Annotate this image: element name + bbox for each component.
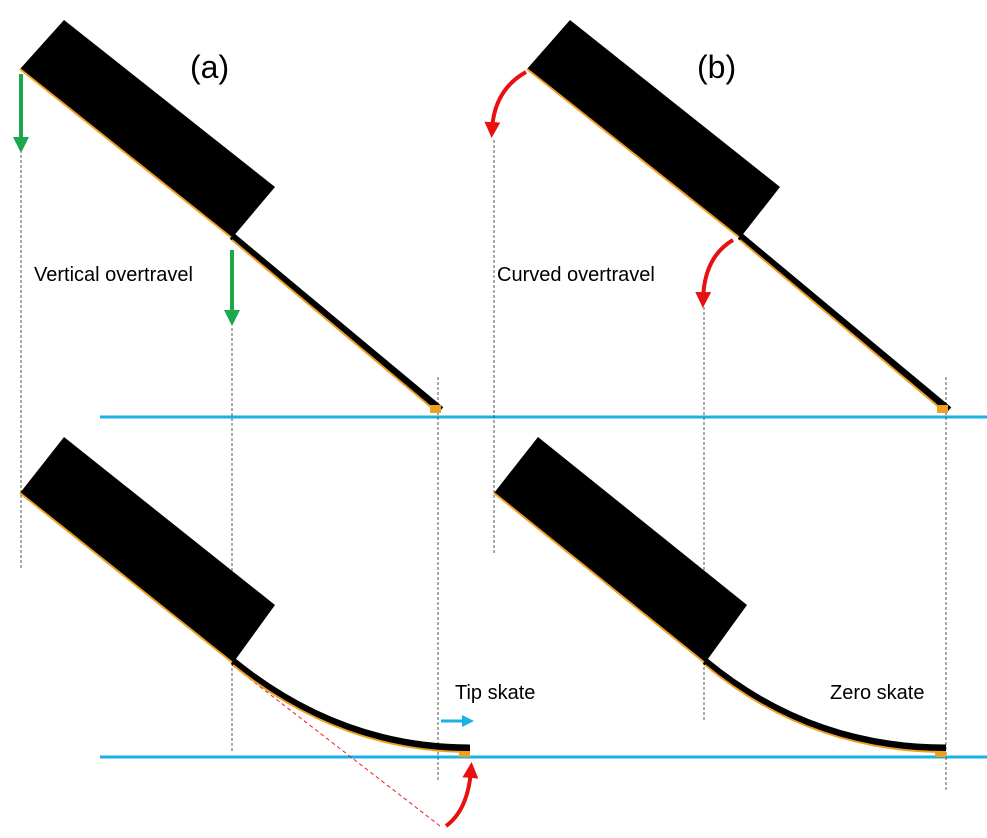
probe-body (20, 20, 275, 238)
probe-body-edge (526, 68, 741, 239)
probe-b-top (526, 20, 952, 414)
probe-body-edge (493, 492, 706, 664)
curved-overtravel-label: Curved overtravel (497, 264, 655, 286)
probe-body (527, 20, 780, 238)
probe-needle-edge (704, 664, 947, 753)
probe-b-bottom (493, 437, 947, 757)
probe-needle-edge (232, 664, 471, 753)
probe-needle (737, 233, 952, 413)
probe-tip (430, 405, 441, 413)
curved-arrow-icon (444, 762, 479, 828)
probe-body-edge (19, 492, 234, 664)
probe-body (494, 437, 747, 663)
vertical-overtravel-label: Vertical overtravel (34, 264, 193, 286)
probe-a-bottom (19, 437, 471, 757)
probe-needle (229, 233, 444, 413)
curved-arrow-icon (484, 70, 528, 138)
probe-tip (459, 752, 470, 757)
probe-needle-edge (739, 239, 947, 414)
probe-body-edge (19, 68, 233, 239)
probe-tip (935, 752, 946, 757)
curved-arrow-icon (695, 238, 735, 308)
guide-lines (20, 140, 947, 790)
panel-label-b: (b) (697, 49, 736, 85)
probe-needle (702, 658, 947, 752)
tangent-line (231, 664, 441, 827)
zero-skate-label: Zero skate (830, 682, 924, 704)
probe-needle-edge (231, 239, 439, 414)
probe-tip (937, 405, 948, 413)
tip-skate-label: Tip skate (455, 682, 535, 704)
probe-body (20, 437, 275, 663)
probe-needle (230, 658, 471, 752)
probe-a-top (19, 20, 444, 414)
panel-label-a: (a) (190, 49, 229, 85)
